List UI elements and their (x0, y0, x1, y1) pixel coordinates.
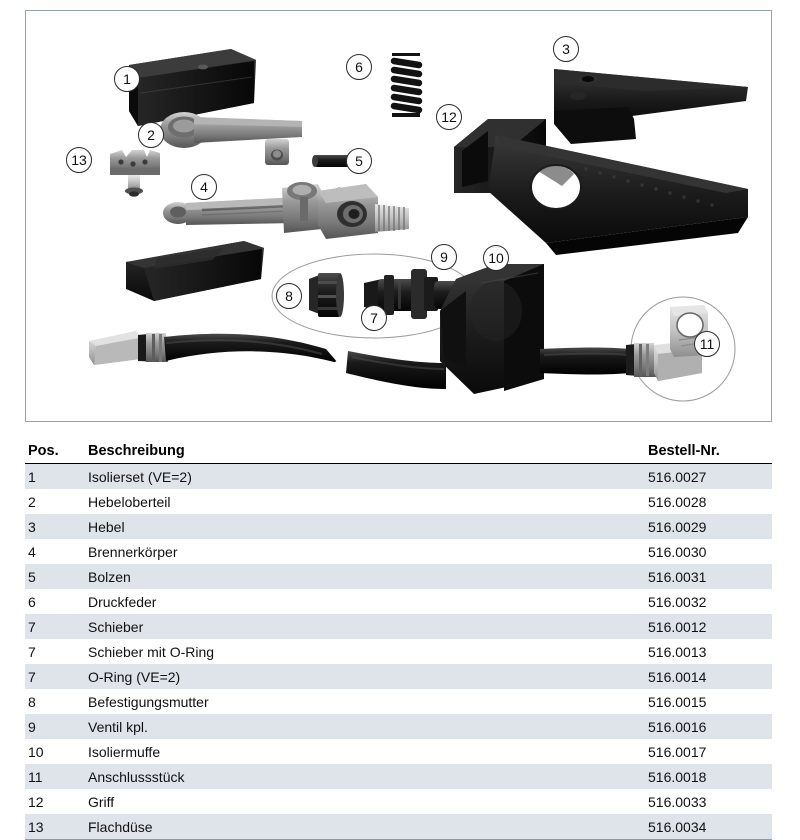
column-header-beschreibung: Beschreibung (88, 440, 648, 464)
part-1-isolierset-wedge (126, 241, 264, 301)
cell-pos: 3 (25, 514, 88, 539)
cell-desc: Flachdüse (88, 814, 648, 840)
table-row[interactable]: 9 Ventil kpl. 516.0016 (25, 714, 772, 739)
cell-pos: 9 (25, 714, 88, 739)
callout-10[interactable]: 10 (483, 245, 509, 271)
part-13-flachduese (110, 150, 160, 197)
table-row[interactable]: 7 O-Ring (VE=2) 516.0014 (25, 664, 772, 689)
cell-desc: Isolierset (VE=2) (88, 463, 648, 489)
cell-nr: 516.0033 (648, 789, 772, 814)
cell-nr: 516.0032 (648, 589, 772, 614)
cell-desc: Brennerkörper (88, 539, 648, 564)
part-6-druckfeder (390, 53, 423, 117)
cell-pos: 1 (25, 463, 88, 489)
table-body: 1 Isolierset (VE=2) 516.0027 2 Hebelober… (25, 463, 772, 840)
callout-2[interactable]: 2 (138, 122, 164, 148)
callout-8[interactable]: 8 (276, 283, 302, 309)
table-row[interactable]: 11 Anschlussstück 516.0018 (25, 764, 772, 789)
cell-nr: 516.0028 (648, 489, 772, 514)
hose-assembly (89, 331, 630, 389)
part-2-hebeloberteil (160, 112, 302, 165)
cell-desc: Griff (88, 789, 648, 814)
part-1-isolierset-cover (129, 49, 256, 126)
table-row[interactable]: 4 Brennerkörper 516.0030 (25, 539, 772, 564)
table-row[interactable]: 3 Hebel 516.0029 (25, 514, 772, 539)
cell-nr: 516.0013 (648, 639, 772, 664)
cell-pos: 10 (25, 739, 88, 764)
cell-pos: 8 (25, 689, 88, 714)
cell-desc: O-Ring (VE=2) (88, 664, 648, 689)
cell-desc: Isoliermuffe (88, 739, 648, 764)
part-12-griff (454, 119, 748, 255)
cell-nr: 516.0016 (648, 714, 772, 739)
cell-pos: 11 (25, 764, 88, 789)
cell-desc: Anschlussstück (88, 764, 648, 789)
table-row[interactable]: 5 Bolzen 516.0031 (25, 564, 772, 589)
callout-1[interactable]: 1 (114, 66, 140, 92)
part-3-hebel (554, 69, 748, 144)
cell-desc: Schieber mit O-Ring (88, 639, 648, 664)
callout-12[interactable]: 12 (436, 104, 462, 130)
cell-desc: Hebel (88, 514, 648, 539)
column-header-bestellnr: Bestell-Nr. (648, 440, 772, 464)
cell-pos: 7 (25, 664, 88, 689)
cell-nr: 516.0027 (648, 463, 772, 489)
diagram-panel: 1 2 3 4 5 6 7 8 9 10 11 12 13 (25, 10, 772, 422)
column-header-pos: Pos. (25, 440, 88, 464)
cell-desc: Hebeloberteil (88, 489, 648, 514)
table-row[interactable]: 12 Griff 516.0033 (25, 789, 772, 814)
cell-pos: 7 (25, 614, 88, 639)
cell-desc: Schieber (88, 614, 648, 639)
cell-nr: 516.0012 (648, 614, 772, 639)
part-4-brennerkoerper (163, 182, 409, 239)
exploded-parts-illustration (89, 49, 748, 402)
cell-pos: 5 (25, 564, 88, 589)
callout-5[interactable]: 5 (346, 148, 372, 174)
cell-desc: Ventil kpl. (88, 714, 648, 739)
cell-nr: 516.0031 (648, 564, 772, 589)
table-row[interactable]: 10 Isoliermuffe 516.0017 (25, 739, 772, 764)
table-row[interactable]: 6 Druckfeder 516.0032 (25, 589, 772, 614)
cell-nr: 516.0014 (648, 664, 772, 689)
cell-nr: 516.0017 (648, 739, 772, 764)
cell-nr: 516.0029 (648, 514, 772, 539)
table-header-row: Pos. Beschreibung Bestell-Nr. (25, 440, 772, 464)
parts-table: Pos. Beschreibung Bestell-Nr. 1 Isoliers… (25, 440, 772, 840)
cell-nr: 516.0030 (648, 539, 772, 564)
cell-desc: Bolzen (88, 564, 648, 589)
callout-4[interactable]: 4 (191, 174, 217, 200)
cell-pos: 7 (25, 639, 88, 664)
callout-11[interactable]: 11 (694, 331, 720, 357)
callout-3[interactable]: 3 (553, 36, 579, 62)
table-row[interactable]: 2 Hebeloberteil 516.0028 (25, 489, 772, 514)
table-row[interactable]: 7 Schieber 516.0012 (25, 614, 772, 639)
cell-pos: 13 (25, 814, 88, 840)
part-10-isoliermuffe (440, 264, 544, 394)
parts-list: Pos. Beschreibung Bestell-Nr. 1 Isoliers… (25, 440, 772, 840)
cell-nr: 516.0018 (648, 764, 772, 789)
cell-nr: 516.0034 (648, 814, 772, 840)
cell-nr: 516.0015 (648, 689, 772, 714)
callout-7[interactable]: 7 (361, 305, 387, 331)
cell-pos: 2 (25, 489, 88, 514)
cell-pos: 12 (25, 789, 88, 814)
callout-13[interactable]: 13 (66, 147, 92, 173)
callout-6[interactable]: 6 (346, 54, 372, 80)
cell-pos: 4 (25, 539, 88, 564)
table-row[interactable]: 8 Befestigungsmutter 516.0015 (25, 689, 772, 714)
part-8-befestigungsmutter (309, 273, 344, 317)
table-row[interactable]: 13 Flachdüse 516.0034 (25, 814, 772, 840)
table-row[interactable]: 7 Schieber mit O-Ring 516.0013 (25, 639, 772, 664)
table-row[interactable]: 1 Isolierset (VE=2) 516.0027 (25, 463, 772, 489)
cell-desc: Druckfeder (88, 589, 648, 614)
diagram-stage: 1 2 3 4 5 6 7 8 9 10 11 12 13 (26, 11, 771, 421)
callout-9[interactable]: 9 (431, 244, 457, 270)
cell-desc: Befestigungsmutter (88, 689, 648, 714)
cell-pos: 6 (25, 589, 88, 614)
